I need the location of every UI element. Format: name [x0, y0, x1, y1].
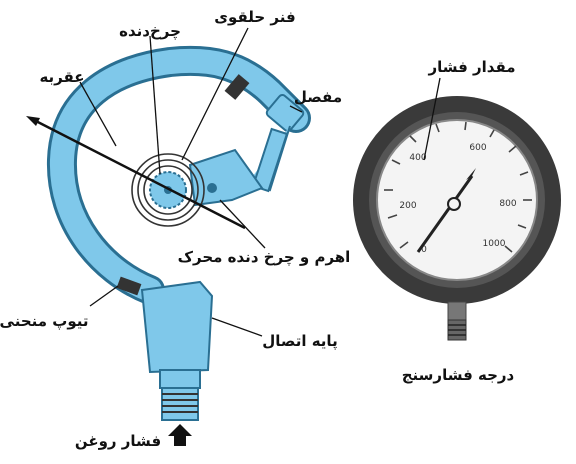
label-oil-pressure: فشار روغن — [75, 432, 161, 450]
label-bourdon-tube: تیوپ منحنی — [0, 312, 88, 330]
pointer-tip — [26, 116, 40, 126]
socket-thread — [162, 388, 198, 420]
label-spring: فنر حلقوی — [214, 8, 295, 26]
gauge-stem — [448, 302, 466, 320]
dial-tick-800: 800 — [499, 199, 516, 209]
lever-pivot — [207, 183, 217, 193]
oil-inlet-arrow — [168, 424, 192, 446]
label-lever: اهرم و چرخ دنده محرک — [178, 248, 351, 267]
dial-tick-200: 200 — [399, 201, 416, 211]
label-gear: چرخ‌دنده — [119, 22, 181, 41]
label-pressure-amount: مقدار فشار — [427, 58, 515, 76]
gauge-thread — [448, 320, 466, 340]
label-pointer: عقربه — [39, 68, 84, 86]
label-connection-base: پایه اتصال — [262, 332, 337, 351]
gauge-needle-hub — [448, 198, 460, 210]
label-joint: مفصل — [294, 88, 342, 106]
socket-neck — [160, 370, 200, 388]
socket-body — [142, 282, 212, 372]
sector-lever — [190, 150, 262, 205]
dial-tick-600: 600 — [469, 143, 486, 153]
dial-tick-1000: 1000 — [483, 239, 506, 249]
label-gauge-caption: درجه فشارسنج — [402, 366, 515, 384]
pressure-gauge: 200 400 600 800 1000 0 — [353, 96, 561, 340]
